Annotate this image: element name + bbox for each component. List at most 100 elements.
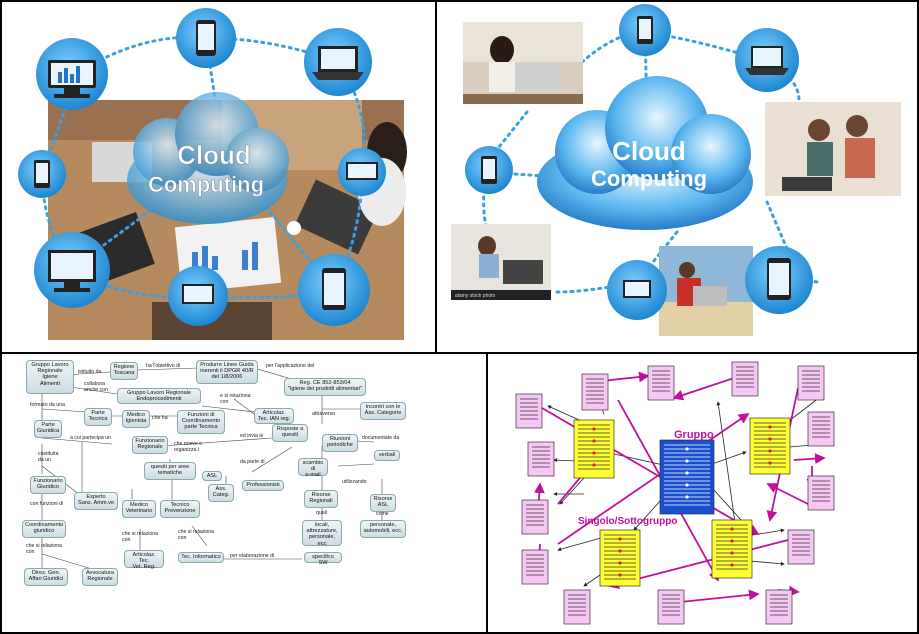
network-cloud-title-line1: Cloud — [612, 136, 686, 166]
cm-node: Coordinamento giuridico — [22, 520, 66, 538]
cm-link: che si relaziona con — [26, 543, 63, 555]
single-document-icon — [527, 441, 555, 477]
group-document-icon — [659, 439, 715, 515]
subgroup-document-icon — [599, 529, 641, 587]
single-document-icon — [581, 373, 609, 411]
cm-node: Regione Toscana — [110, 362, 138, 380]
network-cloud-title-line2: Computing — [591, 166, 707, 191]
cm-node: Tecnico Prevenzione — [160, 500, 200, 518]
cm-link: per l'applicazione del — [266, 363, 315, 369]
panel-concept-map: Gruppo Lavoro Regionale Igiene Alimenti … — [2, 354, 486, 632]
single-document-icon — [647, 365, 675, 401]
cm-node: verbali — [374, 450, 400, 461]
cm-node: Tec. Informatico — [178, 552, 224, 563]
cloud-office-illustration: Cloud Computing — [18, 8, 407, 340]
cloud-network-illustration: alamy stock photo Cloud Computing — [451, 4, 901, 336]
cm-node: locali, attrezzature, personale, ecc — [302, 520, 342, 547]
cm-node: Funzionario Giuridico — [30, 476, 66, 494]
single-document-icon — [657, 589, 685, 625]
label-gruppo: Gruppo — [674, 429, 714, 441]
photo-woman-laptop — [463, 22, 583, 104]
cm-link: come — [376, 511, 389, 517]
cm-link: utilizzando — [342, 479, 367, 485]
cm-link: documentate da — [362, 435, 400, 441]
cloud-title-line1: Cloud — [177, 140, 251, 170]
label-singolo-sottogruppo: Singolo/Sottogruppo — [578, 516, 677, 527]
cm-node: Produrre Linee Guida inerenti il DPGR 40… — [196, 360, 258, 384]
device-bubbles — [18, 8, 386, 326]
cm-node: ASL — [202, 471, 222, 481]
single-document-icon — [807, 411, 835, 447]
cloud-shape — [127, 92, 289, 224]
cm-node: Direz. Gen. Affari Giuridici — [24, 568, 68, 586]
subgroup-document-icon — [711, 519, 753, 579]
photo-two-men — [765, 102, 901, 196]
cm-link: per elaborazione di — [230, 553, 275, 559]
cm-node: Risposte a quesiti — [272, 424, 308, 442]
subgroup-document-icon — [749, 417, 791, 475]
cm-node: Professionisti — [242, 480, 284, 491]
cm-link: e si relaziona con — [220, 393, 251, 405]
cm-node: Gruppo Lavoro Regionale Endoprocedimenti — [117, 388, 201, 404]
single-document-icon — [521, 499, 549, 535]
cm-link: che si relaziona con — [122, 531, 159, 543]
panel-cloud-office: Cloud Computing — [2, 2, 435, 352]
cm-link: quali — [316, 510, 327, 516]
cm-node: Risorse Regionali — [304, 490, 338, 508]
divider-vertical-top — [435, 0, 437, 354]
cloud-title-line2: Computing — [148, 172, 264, 197]
cm-link: istituito da — [78, 369, 102, 375]
cm-link: con funzioni di — [30, 501, 64, 507]
cm-node: Esperto Sanz. Amm.ve — [74, 492, 118, 510]
cm-node: Riunioni periodiche — [322, 434, 358, 452]
panel-group-diagram: Gruppo Singolo/Sottogruppo — [488, 354, 917, 632]
cm-link: che si relaziona con — [178, 529, 215, 541]
cm-node: Funzionario Regionale — [132, 436, 168, 454]
cm-link: da parte di — [240, 459, 265, 465]
divider-vertical-bottom — [486, 352, 488, 634]
cm-link: costituita da un — [38, 451, 59, 463]
cm-node: Gruppo Lavoro Regionale Igiene Alimenti — [26, 360, 74, 394]
cm-node: Parte Tecnica — [84, 408, 112, 426]
subgroup-document-icon — [573, 419, 615, 479]
cm-node: Ass. Categ. — [208, 484, 234, 502]
cloud-shape-network — [537, 76, 753, 230]
cm-node: Parte Giuridica — [34, 420, 62, 438]
single-document-icon — [787, 529, 815, 565]
cm-link: collabora anche con — [84, 381, 108, 393]
cm-link: ed invia le — [240, 433, 264, 439]
cm-link: a cui partecipa un — [70, 435, 111, 441]
single-document-icon — [731, 361, 759, 397]
cm-node: specifico SW — [304, 552, 342, 566]
cm-link: attraverso — [312, 411, 336, 417]
cm-node: Reg. CE 852-853/04 "Igiene dei prodotti … — [284, 378, 366, 396]
single-document-icon — [797, 365, 825, 401]
cm-node: personale, automobili, ecc. — [360, 520, 406, 538]
cm-node: Risorse ASL — [370, 494, 396, 512]
network-device-bubbles — [465, 4, 813, 320]
single-document-icon — [563, 589, 591, 625]
single-document-icon — [521, 549, 549, 585]
group-diagram: Gruppo Singolo/Sottogruppo — [515, 361, 835, 625]
cm-node: Incontri con le Ass. Categorie — [360, 402, 406, 420]
cm-node: Articolaz. Tec. Vet. Reg. — [124, 550, 164, 570]
panel-cloud-network: alamy stock photo Cloud Computing — [437, 2, 917, 352]
cm-node: Medico Veterinario — [122, 500, 156, 518]
cm-node: quesiti per aree tematiche — [144, 462, 196, 480]
photo-man-beach — [659, 246, 753, 336]
cm-node: Avvocatura Regionale — [82, 568, 118, 586]
photo-credit: alamy stock photo — [455, 293, 496, 299]
single-document-icon — [765, 589, 793, 625]
cm-link: formato da una — [30, 402, 65, 408]
divider-horizontal — [0, 352, 919, 354]
photo-woman-desk: alamy stock photo — [451, 224, 551, 300]
cm-node: Medico Igienista — [122, 410, 150, 428]
cm-link: ha l'obiettivo di — [146, 363, 181, 369]
cm-link: che ha — [152, 415, 168, 421]
single-document-icon — [515, 393, 543, 429]
cm-node: Funzioni di Coordinamento parte Tecnica — [177, 410, 225, 434]
cm-link: che riceve e organizza i — [174, 441, 202, 453]
single-document-icon — [807, 475, 835, 511]
cm-node: scambio di e-mail — [298, 458, 328, 478]
cm-node: Articolaz. Tec. IAN reg. — [254, 408, 294, 424]
